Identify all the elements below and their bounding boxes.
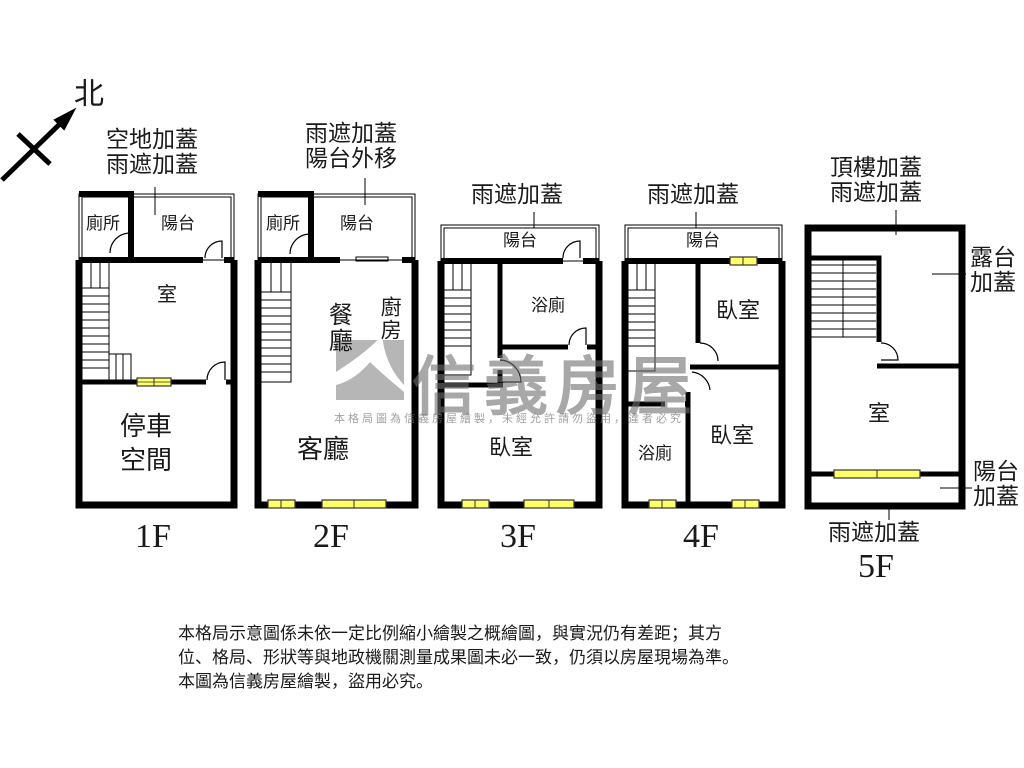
floor-5f-plan — [804, 210, 972, 520]
room-bedroom-3f: 臥室 — [489, 436, 534, 461]
annotation-1f: 空地加蓋 雨遮加蓋 — [106, 127, 198, 179]
room-balcony-3f: 陽台 — [503, 231, 537, 251]
room-dining-2f: 餐廳 — [324, 302, 353, 354]
room-toilet-2f: 廁所 — [266, 214, 300, 234]
floor-1f-plan — [75, 187, 238, 509]
annotation-line: 加蓋 — [970, 270, 1016, 297]
disclaimer: 本格局示意圖係未依一定比例縮小繪製之概繪圖，與實況仍有差距；其方 位、格局、形狀… — [178, 622, 739, 694]
annotation-line: 陽台 — [973, 459, 1019, 485]
room-balcony-2f: 陽台 — [340, 214, 374, 234]
annotation-line: 雨遮加蓋 — [305, 121, 397, 147]
watermark-brand: 信義房屋 — [412, 351, 700, 425]
room-room-5f: 室 — [868, 402, 891, 427]
room-room-1f: 室 — [157, 282, 177, 306]
room-label-line: 空間 — [120, 446, 173, 476]
floor-label-2f: 2F — [313, 518, 349, 555]
room-toilet-1f: 廁所 — [86, 214, 120, 234]
north-label: 北 — [74, 77, 104, 112]
annotation-line: 頂樓加蓋 — [830, 155, 922, 181]
disclaimer-line: 本格局示意圖係未依一定比例縮小繪製之概繪圖，與實況仍有差距；其方 — [178, 624, 722, 644]
disclaimer-line: 位、格局、形狀等與地政機關測量成果圖未必一致，仍須以房屋現場為準。 — [178, 648, 739, 668]
annotation-line: 加蓋 — [973, 484, 1019, 511]
room-bedroom-4f-upper: 臥室 — [716, 299, 761, 324]
floor-4f-plan — [621, 212, 786, 509]
annotation-5f-top: 頂樓加蓋 雨遮加蓋 — [830, 155, 922, 207]
room-bedroom-4f-lower: 臥室 — [710, 424, 755, 449]
floor-label-4f: 4F — [683, 518, 719, 555]
annotation-5f-canopy: 雨遮加蓋 — [828, 520, 920, 546]
floor-2f-plan — [254, 178, 419, 509]
annotation-5f-balcony: 陽台 加蓋 — [973, 459, 1019, 511]
room-label-line: 停車 — [120, 412, 173, 442]
annotation-line: 露台 — [970, 245, 1016, 271]
annotation-line: 空地加蓋 — [106, 127, 198, 153]
floor-label-5f: 5F — [858, 548, 894, 585]
room-bath-3f: 浴廁 — [531, 296, 565, 316]
floor-label-3f: 3F — [500, 518, 536, 555]
annotation-line: 陽台外移 — [305, 146, 397, 173]
floor-label-1f: 1F — [135, 518, 171, 555]
north-arrow-icon — [0, 107, 77, 182]
disclaimer-line: 本圖為信義房屋繪製，盜用必究。 — [178, 672, 433, 692]
annotation-line: 雨遮加蓋 — [830, 180, 922, 207]
floor-3f-plan — [437, 212, 603, 509]
room-balcony-4f: 陽台 — [686, 231, 720, 251]
annotation-line: 雨遮加蓋 — [106, 152, 198, 179]
room-parking-1f: 停車 空間 — [120, 410, 172, 478]
annotation-3f: 雨遮加蓋 — [471, 182, 563, 208]
annotation-5f-terrace: 露台 加蓋 — [970, 245, 1016, 297]
annotation-2f: 雨遮加蓋 陽台外移 — [305, 121, 397, 173]
room-kitchen-2f: 廚房 — [378, 296, 403, 342]
room-bath-4f: 浴廁 — [638, 444, 672, 464]
brand-logo-icon — [336, 335, 404, 400]
room-balcony-1f: 陽台 — [161, 214, 195, 234]
room-living-2f: 客廳 — [297, 435, 350, 465]
watermark-notice: 本格局圖為信義房屋繪製，未經允許請勿盜用，違者必究 — [334, 412, 684, 425]
annotation-4f: 雨遮加蓋 — [647, 182, 739, 208]
